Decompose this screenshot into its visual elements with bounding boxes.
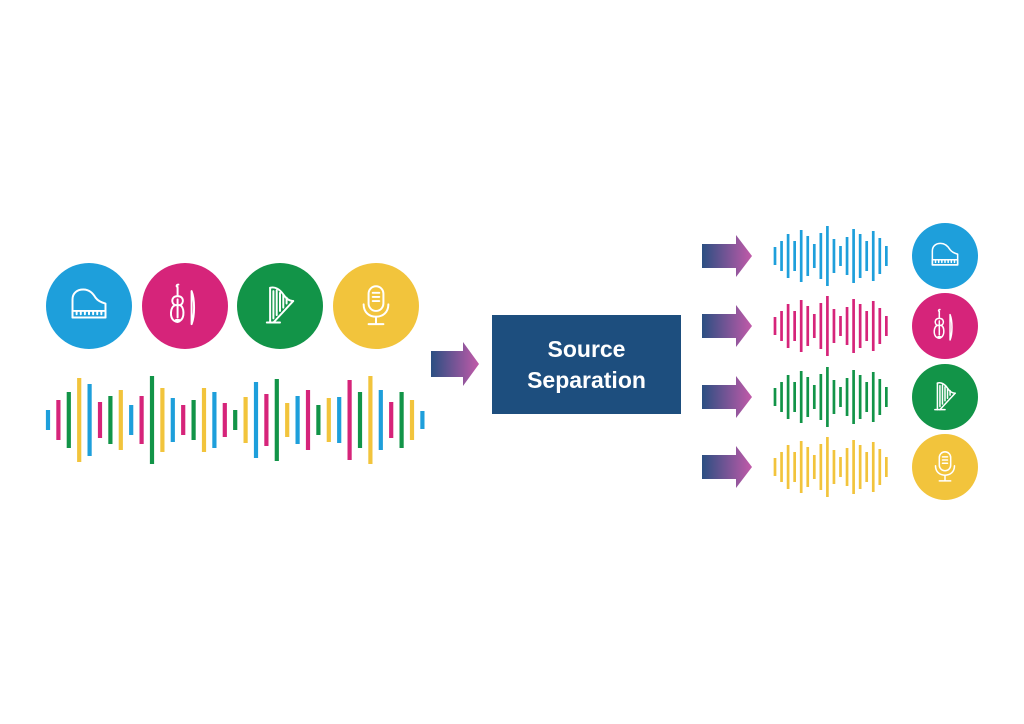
- output-waveform: [773, 296, 888, 356]
- process-box: [492, 315, 681, 414]
- output-arrow-icon: [702, 446, 752, 488]
- instrument-circle: [333, 263, 419, 349]
- output-waveform: [773, 226, 888, 286]
- mixture-waveform: [45, 376, 425, 464]
- output-row-violin: [702, 293, 978, 359]
- output-arrow-icon: [702, 305, 752, 347]
- instrument-circle: [912, 223, 978, 289]
- input-vocals: [333, 263, 419, 349]
- output-vocals: [912, 434, 978, 500]
- input-violin: [142, 263, 228, 349]
- separated-sources: [702, 223, 978, 500]
- output-arrow-icon: [702, 376, 752, 418]
- output-row-vocals: [702, 434, 978, 500]
- output-row-harp: [702, 364, 978, 430]
- instrument-circle: [46, 263, 132, 349]
- instrument-circle: [142, 263, 228, 349]
- output-waveform: [773, 367, 888, 427]
- process-label-line-1: Source: [548, 336, 626, 362]
- output-waveform: [773, 437, 888, 497]
- instrument-circle: [912, 434, 978, 500]
- input-piano: [46, 263, 132, 349]
- input-harp: [237, 263, 323, 349]
- output-piano: [912, 223, 978, 289]
- source-separation-box: Source Separation: [492, 315, 681, 414]
- process-label-line-2: Separation: [527, 367, 646, 393]
- output-row-piano: [702, 223, 978, 289]
- input-instrument-icons: [46, 263, 419, 349]
- input-arrow-icon: [431, 342, 479, 386]
- instrument-circle: [912, 293, 978, 359]
- output-violin: [912, 293, 978, 359]
- output-harp: [912, 364, 978, 430]
- output-arrow-icon: [702, 235, 752, 277]
